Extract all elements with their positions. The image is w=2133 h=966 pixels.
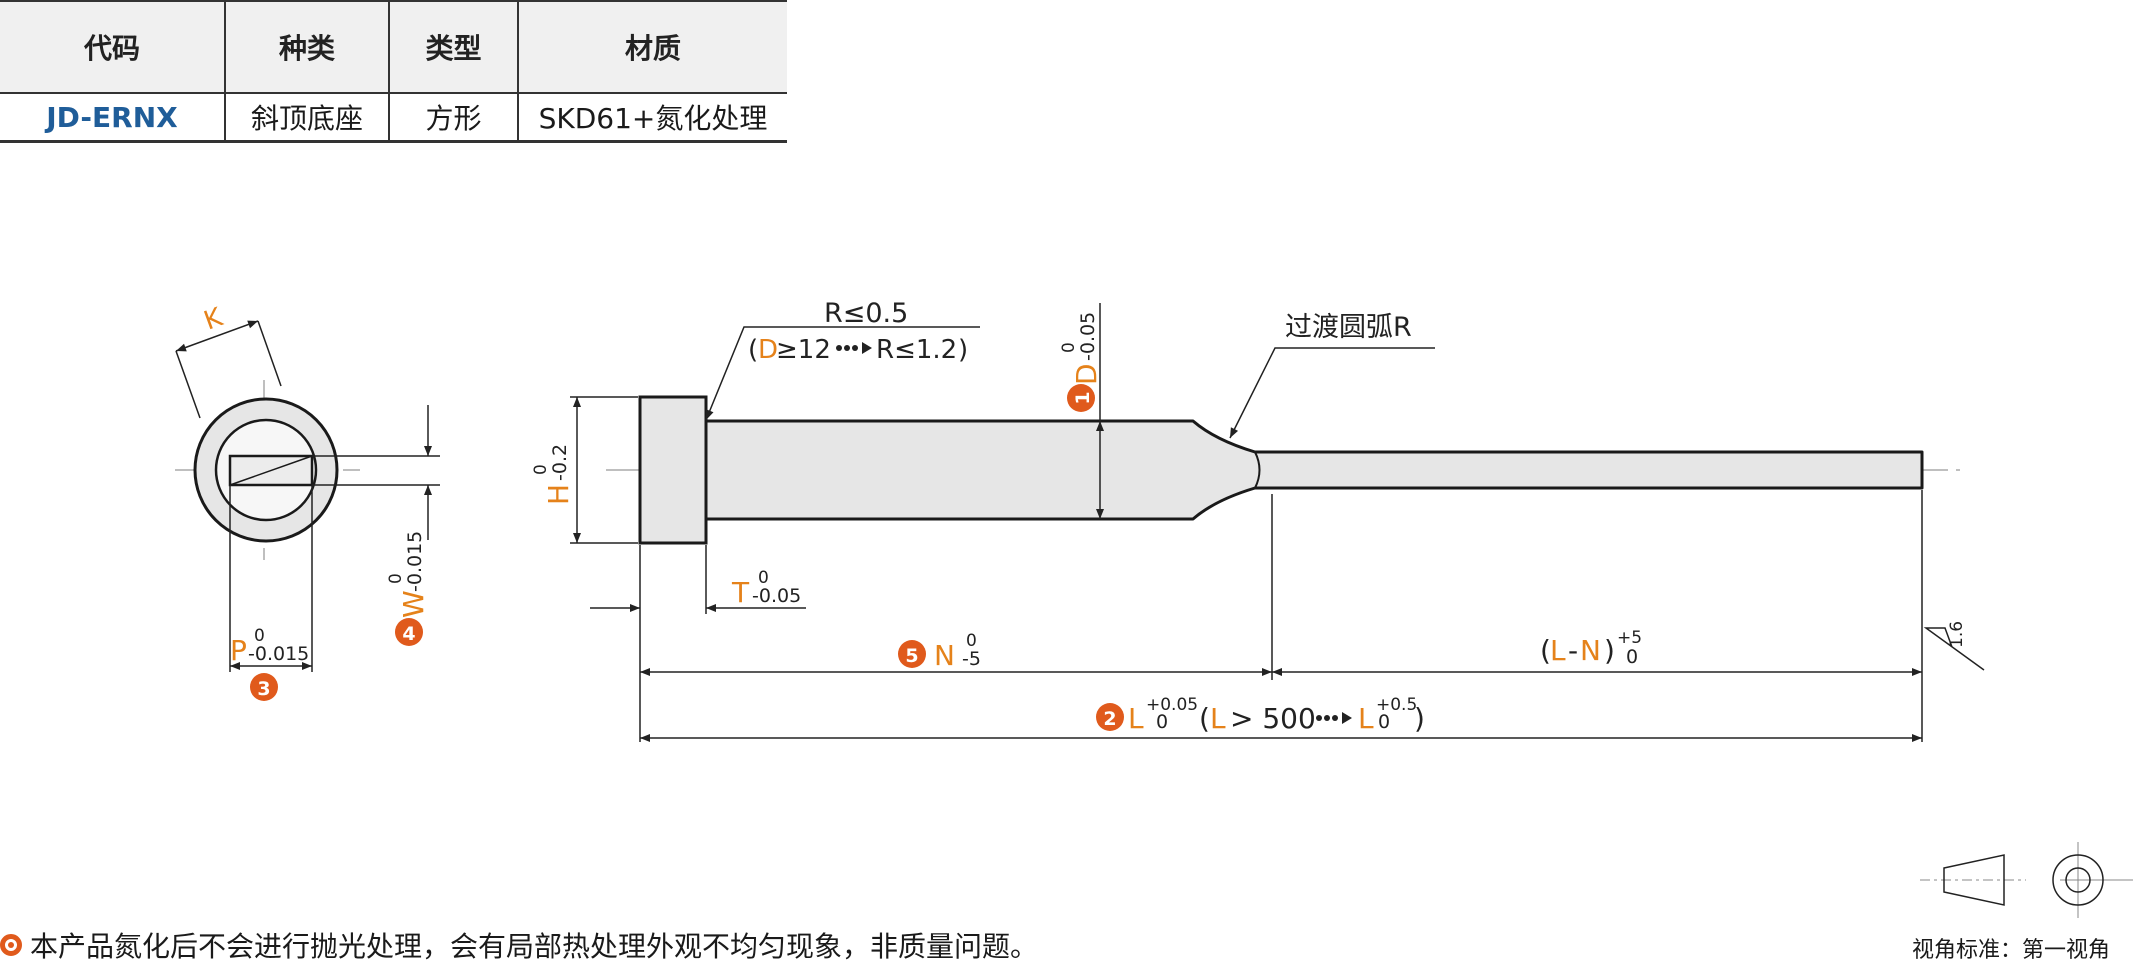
- w-tol-upper: 0: [386, 573, 406, 584]
- dot: [1316, 715, 1322, 721]
- dot: [844, 345, 850, 351]
- projection-inner-circle: [2065, 867, 2091, 893]
- header-code: 代码: [0, 0, 225, 94]
- badge-3-text: 3: [257, 678, 270, 700]
- t-tol-upper: 0: [758, 568, 769, 588]
- ln-n: N: [1580, 634, 1601, 667]
- badge-1: [1067, 384, 1095, 412]
- ln-tol-upper: +5: [1617, 628, 1642, 648]
- w-tol-lower: -0.015: [404, 531, 426, 592]
- ln-tol-lower: 0: [1626, 646, 1638, 668]
- n-tol-upper: 0: [966, 631, 977, 651]
- ln-open: (: [1540, 634, 1551, 667]
- l-letter: L: [1128, 702, 1144, 735]
- cell-type: 方形: [388, 93, 518, 143]
- k-ext-1: [175, 350, 201, 419]
- projection-outer-circle: [2052, 854, 2104, 906]
- header-type: 类型: [388, 0, 518, 94]
- dot: [1332, 715, 1338, 721]
- l-cond-tol-upper: +0.5: [1376, 695, 1417, 715]
- projection-cone: [1943, 854, 2005, 906]
- first-angle-projection-icon: [1920, 842, 2133, 918]
- l-tol-lower: 0: [1156, 711, 1168, 733]
- r-head-label: R≤0.5: [824, 298, 908, 329]
- r-cond-mid: ≥12: [776, 335, 831, 365]
- badge-1-text: 1: [1072, 391, 1094, 404]
- badge-5-text: 5: [905, 645, 918, 667]
- fillet-label: 过渡圆弧R: [1285, 312, 1412, 343]
- l-cond-l: L: [1210, 702, 1226, 735]
- d-letter: D: [1070, 363, 1103, 385]
- roughness-symbol: 1.6: [1923, 621, 1985, 671]
- ln-dash: -: [1568, 634, 1578, 667]
- ln-l: L: [1550, 634, 1566, 667]
- h-letter: H: [542, 484, 575, 505]
- r-cond-open: (: [748, 335, 758, 365]
- roughness-icon: [1923, 627, 1985, 671]
- dot: [852, 345, 858, 351]
- r-leader: [705, 326, 980, 421]
- end-view: K P 0 -0.015 3 W 0 -0.015 4: [175, 302, 440, 701]
- l-tol-upper: +0.05: [1146, 695, 1198, 715]
- cell-code: JD-ERNX: [0, 93, 225, 143]
- badge-2-text: 2: [1103, 708, 1116, 730]
- side-view: R≤0.5 ( D ≥12 R≤1.2 ) 过渡圆弧R D 0 -0.05 1 …: [531, 298, 1985, 742]
- badge-2: [1096, 703, 1124, 731]
- dot: [836, 345, 842, 351]
- d-tol-lower: -0.05: [1077, 312, 1099, 361]
- k-label: K: [200, 302, 227, 336]
- r-cond-r: R≤1.2: [876, 335, 957, 365]
- badge-5: [898, 640, 926, 668]
- l-cond-mid: > 500: [1230, 702, 1316, 735]
- spec-table: 代码 种类 类型 材质 JD-ERNX 斜顶底座 方形 SKD61+氮化处理: [0, 0, 787, 143]
- k-dim-line: [175, 320, 259, 352]
- fillet-leader: [1229, 347, 1435, 439]
- square-diagonal: [229, 455, 313, 486]
- r-cond-d: D: [758, 335, 778, 365]
- n-letter: N: [934, 639, 955, 672]
- l-cond-close: ): [1414, 702, 1425, 735]
- h-tol-upper: 0: [531, 464, 551, 475]
- pin-head: [638, 395, 708, 545]
- fillet-curve: [1254, 451, 1261, 489]
- cell-kind: 斜顶底座: [224, 93, 389, 143]
- p-tol-lower: -0.015: [248, 643, 309, 665]
- k-ext-2: [257, 320, 282, 387]
- badge-4-text: 4: [402, 623, 415, 645]
- header-kind: 种类: [224, 0, 389, 94]
- table-header-row: 代码 种类 类型 材质: [0, 0, 787, 94]
- dot: [1324, 715, 1330, 721]
- bullet-icon: [0, 934, 22, 956]
- roughness-value: 1.6: [1947, 621, 1967, 648]
- table-row: JD-ERNX 斜顶底座 方形 SKD61+氮化处理: [0, 93, 787, 143]
- n-tol-lower: -5: [962, 648, 981, 670]
- t-letter: T: [731, 576, 750, 609]
- view-standard: 视角标准：第一视角: [1912, 938, 2111, 963]
- h-tol-lower: -0.2: [549, 444, 571, 481]
- cell-material: SKD61+氮化处理: [517, 93, 787, 143]
- t-tol-lower: -0.05: [752, 585, 801, 607]
- l-cond-open: (: [1199, 702, 1210, 735]
- l-cond-l2: L: [1358, 702, 1374, 735]
- p-tol-upper: 0: [254, 626, 265, 646]
- footnote: 本产品氮化后不会进行抛光处理，会有局部热处理外观不均匀现象，非质量问题。: [0, 925, 1038, 965]
- w-letter: W: [397, 590, 430, 618]
- badge-3: [250, 673, 278, 701]
- badge-4: [395, 618, 423, 646]
- header-material: 材质: [517, 0, 787, 94]
- pin-body: [704, 419, 1924, 521]
- r-cond-close: ): [958, 335, 968, 365]
- footnote-text: 本产品氮化后不会进行抛光处理，会有局部热处理外观不均匀现象，非质量问题。: [30, 930, 1039, 963]
- ln-close: ): [1604, 634, 1615, 667]
- d-tol-upper: 0: [1059, 342, 1079, 353]
- arrow-icon: [1342, 712, 1352, 724]
- l-cond-tol-lower: 0: [1378, 711, 1390, 733]
- arrow-icon: [862, 342, 872, 354]
- p-letter: P: [230, 634, 247, 667]
